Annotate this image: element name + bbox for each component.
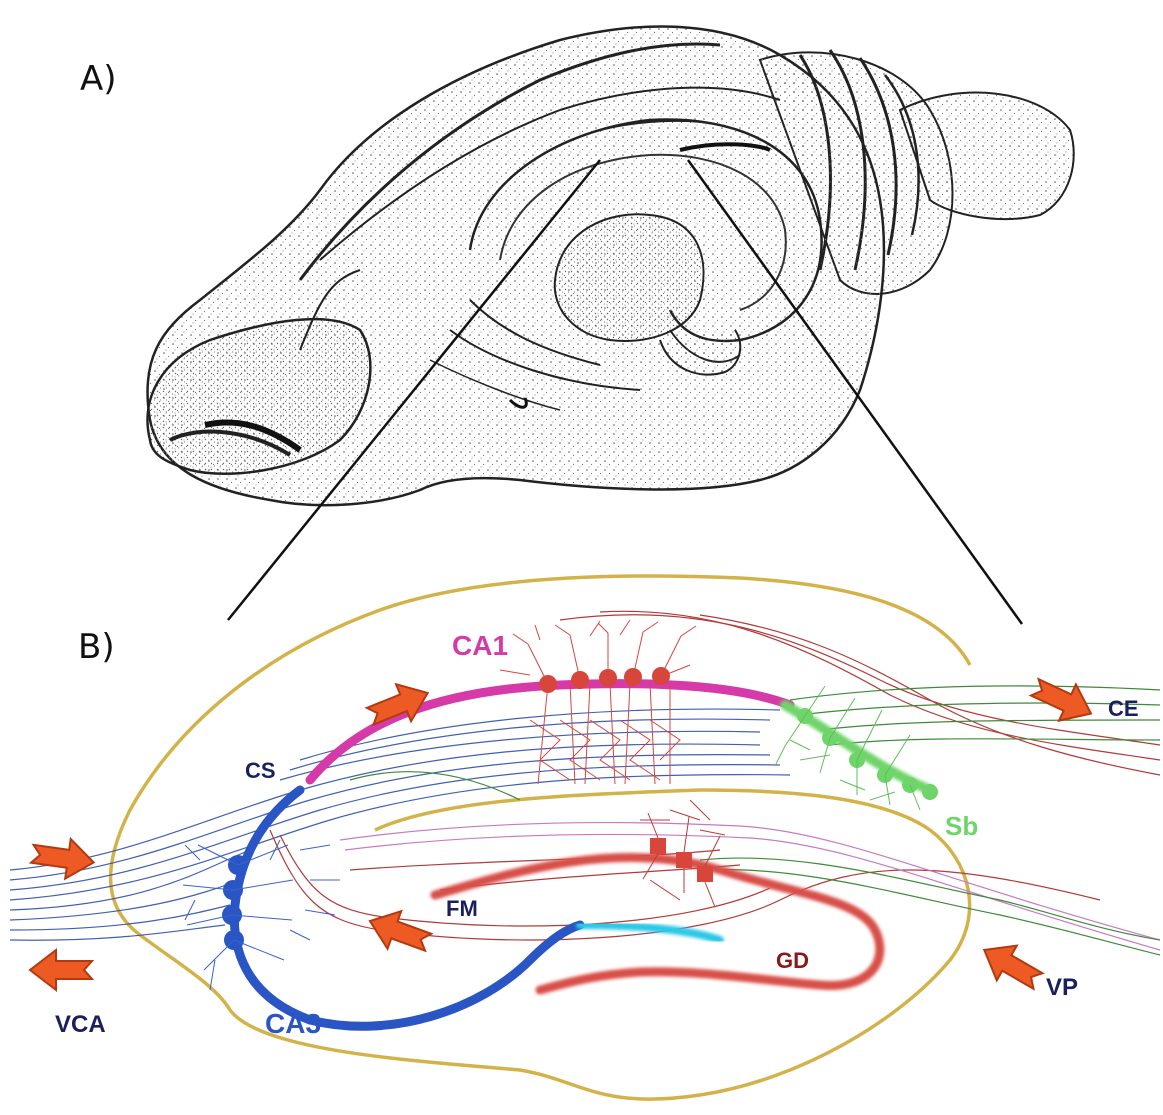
label-fm: FM [446,896,478,921]
panel-a-brain-drawing [147,26,1073,505]
label-gd: GD [776,948,809,973]
arrow-fm [363,902,435,961]
label-sb: Sb [945,811,978,841]
arrow-input-left [30,834,97,882]
label-ca1: CA1 [452,630,508,661]
arrow-vp [974,933,1048,999]
panel-b-circuit [10,576,1160,1099]
ca1-dendrites [500,620,696,784]
label-vp: VP [1046,974,1078,1001]
fibres-blue [10,709,790,940]
label-cs: CS [245,758,276,783]
panel-b-label: B) [78,627,115,667]
ca3-dendrites [183,840,340,990]
label-ce: CE [1108,696,1139,721]
arrow-ce [1026,669,1099,731]
arrow-vca [30,950,92,990]
panel-a-label: A) [80,59,117,99]
label-vca: VCA [55,1011,106,1038]
label-ca3: CA3 [265,1008,321,1039]
ca3-layer [234,790,580,1026]
fibres-red [270,611,1160,940]
